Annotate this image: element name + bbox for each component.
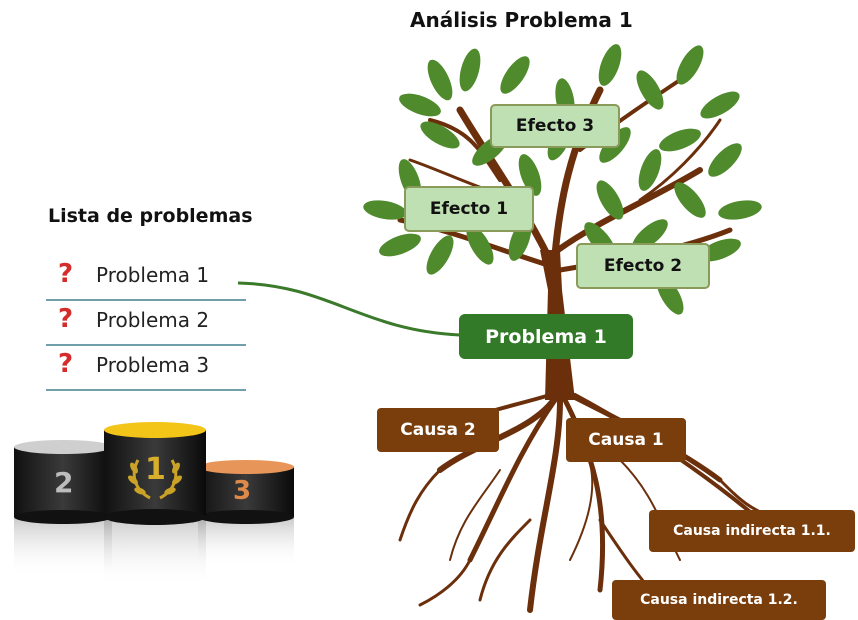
list-item-problem-1[interactable]: ? Problema 1 [46, 255, 246, 301]
question-mark-icon: ? [58, 349, 74, 379]
effect-box-2: Efecto 2 [576, 243, 710, 289]
podium-place-3: 3 [233, 476, 252, 506]
page-title: Análisis Problema 1 [410, 8, 633, 32]
connector-line [237, 281, 461, 337]
list-item-label: Problema 3 [96, 353, 210, 377]
list-item-problem-2[interactable]: ? Problema 2 [46, 300, 246, 346]
list-item-label: Problema 2 [96, 308, 210, 332]
effect-box-1: Efecto 1 [404, 186, 534, 232]
effect-box-3: Efecto 3 [490, 104, 620, 148]
indirect-cause-box-1-2: Causa indirecta 1.2. [612, 580, 826, 620]
question-mark-icon: ? [58, 304, 74, 334]
problem-box: Problema 1 [459, 314, 633, 359]
podium-place-2: 2 [54, 466, 74, 499]
list-item-problem-3[interactable]: ? Problema 3 [46, 345, 246, 391]
podium-place-1: 1 [145, 452, 166, 487]
list-item-label: Problema 1 [96, 263, 210, 287]
list-title: Lista de problemas [48, 205, 253, 227]
indirect-cause-box-1-1: Causa indirecta 1.1. [649, 510, 855, 552]
cause-box-1: Causa 1 [566, 418, 686, 462]
cause-box-2: Causa 2 [377, 408, 499, 452]
question-mark-icon: ? [58, 259, 74, 289]
